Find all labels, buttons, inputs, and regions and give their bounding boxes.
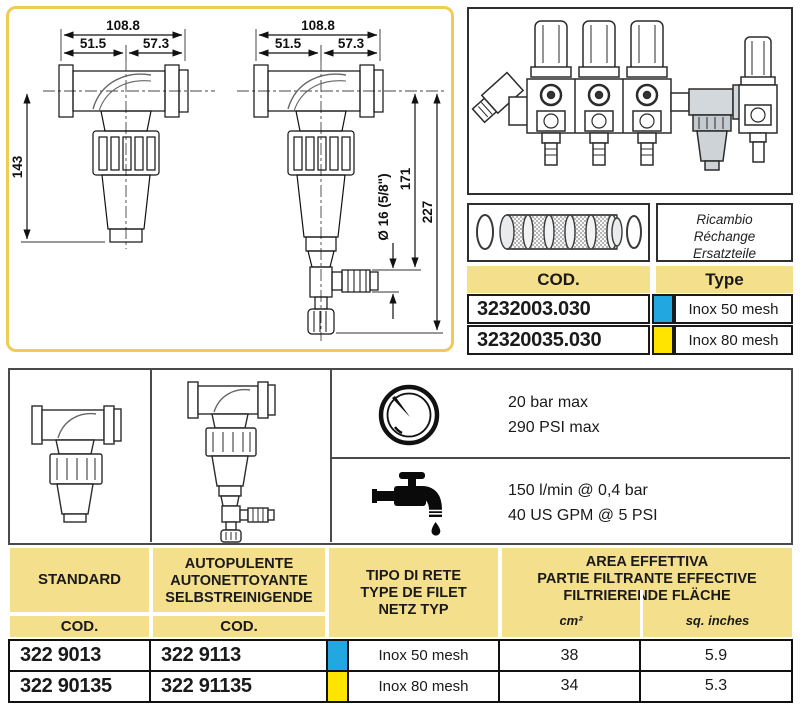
header-selfcleaning-line2: AUTONETTOYANTE <box>170 573 308 589</box>
dim-right-outlet: Ø 16 (5/8") <box>376 173 391 240</box>
spare-label-french: Réchange <box>693 229 756 244</box>
divider <box>150 370 152 542</box>
flow-line1: 150 l/min @ 0,4 bar <box>508 482 648 499</box>
header-standard: STANDARD <box>10 548 149 612</box>
header-mesh-line2: TYPE DE FILET <box>360 585 467 601</box>
dim-right-width-right: 57.3 <box>338 36 365 51</box>
valve-assembly-illustration <box>471 20 778 171</box>
header-selfcleaning: AUTOPULENTE AUTONETTOYANTE SELBSTREINIGE… <box>153 548 325 612</box>
table-row: 322 90135 322 91135 Inox 80 mesh 34 5.3 <box>8 669 793 703</box>
header-area-cm2: cm² <box>559 613 583 628</box>
ricambio-row-type: Inox 80 mesh <box>674 325 793 355</box>
table-row: 322 9013 322 9113 Inox 50 mesh 38 5.9 <box>8 639 793 672</box>
mesh-type-value: Inox 80 mesh <box>349 671 500 701</box>
dim-left-width-total: 108.8 <box>106 18 140 33</box>
water-tap-icon <box>372 472 442 536</box>
area-sqinches-value: 5.3 <box>704 677 728 694</box>
header-mesh-line1: TIPO DI RETE <box>365 568 462 584</box>
dim-right-height-mid: 171 <box>398 167 413 190</box>
ricambio-row-cod: 32320035.030 <box>467 325 650 355</box>
header-selfcleaning-line1: AUTOPULENTE <box>184 556 294 572</box>
valve-assembly-panel <box>467 7 793 195</box>
spare-cartridge-panel <box>467 203 650 262</box>
mesh-color-swatch-blue <box>652 294 674 324</box>
header-area-sqinches: sq. inches <box>685 613 750 628</box>
header-effective-area: AREA EFFETTIVA PARTIE FILTRANTE EFFECTIV… <box>502 548 792 637</box>
mesh-color-swatch-blue <box>328 641 349 670</box>
pressure-spec: 20 bar max 290 PSI max <box>508 390 600 440</box>
pressure-gauge-icon <box>378 384 440 446</box>
divider <box>640 590 643 637</box>
header-area-line3: FILTRIERENDE FLÄCHE <box>563 588 731 604</box>
dimension-drawings-panel: 108.8 51.5 57.3 143 108.8 51.5 57.3 171 … <box>6 6 454 352</box>
dim-right-width-total: 108.8 <box>301 18 335 33</box>
divider <box>330 457 790 459</box>
area-cm2-value: 38 <box>500 641 641 670</box>
dim-left-width-left: 51.5 <box>80 36 107 51</box>
mesh-type-value: Inox 50 mesh <box>349 641 500 670</box>
standard-cod-value: 322 90135 <box>10 671 151 701</box>
pressure-line2: 290 PSI max <box>508 419 600 436</box>
spec-area: 20 bar max 290 PSI max 150 l/min @ 0,4 b… <box>8 368 793 545</box>
header-mesh-type: TIPO DI RETE TYPE DE FILET NETZ TYP <box>329 548 498 637</box>
mesh-color-swatch-yellow <box>652 325 674 355</box>
dim-left-height: 143 <box>10 155 25 178</box>
header-area-line2: PARTIE FILTRANTE EFFECTIVE <box>537 571 757 587</box>
main-product-table: 20 bar max 290 PSI max 150 l/min @ 0,4 b… <box>8 368 793 703</box>
dim-right-height-total: 227 <box>420 201 435 224</box>
spare-label-italian: Ricambio <box>696 212 753 227</box>
standard-filter-illustration <box>31 405 122 523</box>
standard-cod-value: 322 9013 <box>10 641 151 670</box>
area-cm2-value: 34 <box>500 671 641 701</box>
area-sqinches-value: 5.9 <box>704 646 728 664</box>
dim-left-width-right: 57.3 <box>143 36 170 51</box>
selfcleaning-cod-value: 322 9113 <box>151 641 328 670</box>
flow-spec: 150 l/min @ 0,4 bar 40 US GPM @ 5 PSI <box>508 478 658 528</box>
spare-part-labels: Ricambio Réchange Ersatzteile <box>656 203 793 262</box>
ricambio-row-type: Inox 50 mesh <box>674 294 793 324</box>
pressure-line1: 20 bar max <box>508 394 589 411</box>
spare-label-german: Ersatzteile <box>692 246 757 261</box>
divider <box>330 370 332 542</box>
selfcleaning-filter-illustration <box>187 381 276 543</box>
header-selfcleaning-line3: SELBSTREINIGENDE <box>165 590 313 606</box>
dim-right-width-left: 51.5 <box>275 36 302 51</box>
header-standard-cod: COD. <box>10 616 149 637</box>
filter-dimension-drawing: 108.8 51.5 57.3 143 108.8 51.5 57.3 171 … <box>10 18 445 341</box>
flow-line2: 40 US GPM @ 5 PSI <box>508 507 658 524</box>
mesh-color-swatch-yellow <box>328 671 349 701</box>
header-selfcleaning-cod: COD. <box>153 616 325 637</box>
selfcleaning-cod-value: 322 91135 <box>151 671 328 701</box>
ricambio-row-cod: 3232003.030 <box>467 294 650 324</box>
filter-cartridge-illustration <box>476 214 642 250</box>
ricambio-header-cod: COD. <box>467 266 650 293</box>
ricambio-header-type: Type <box>656 266 793 293</box>
header-mesh-line3: NETZ TYP <box>378 602 449 618</box>
header-area-line1: AREA EFFETTIVA <box>585 554 709 570</box>
